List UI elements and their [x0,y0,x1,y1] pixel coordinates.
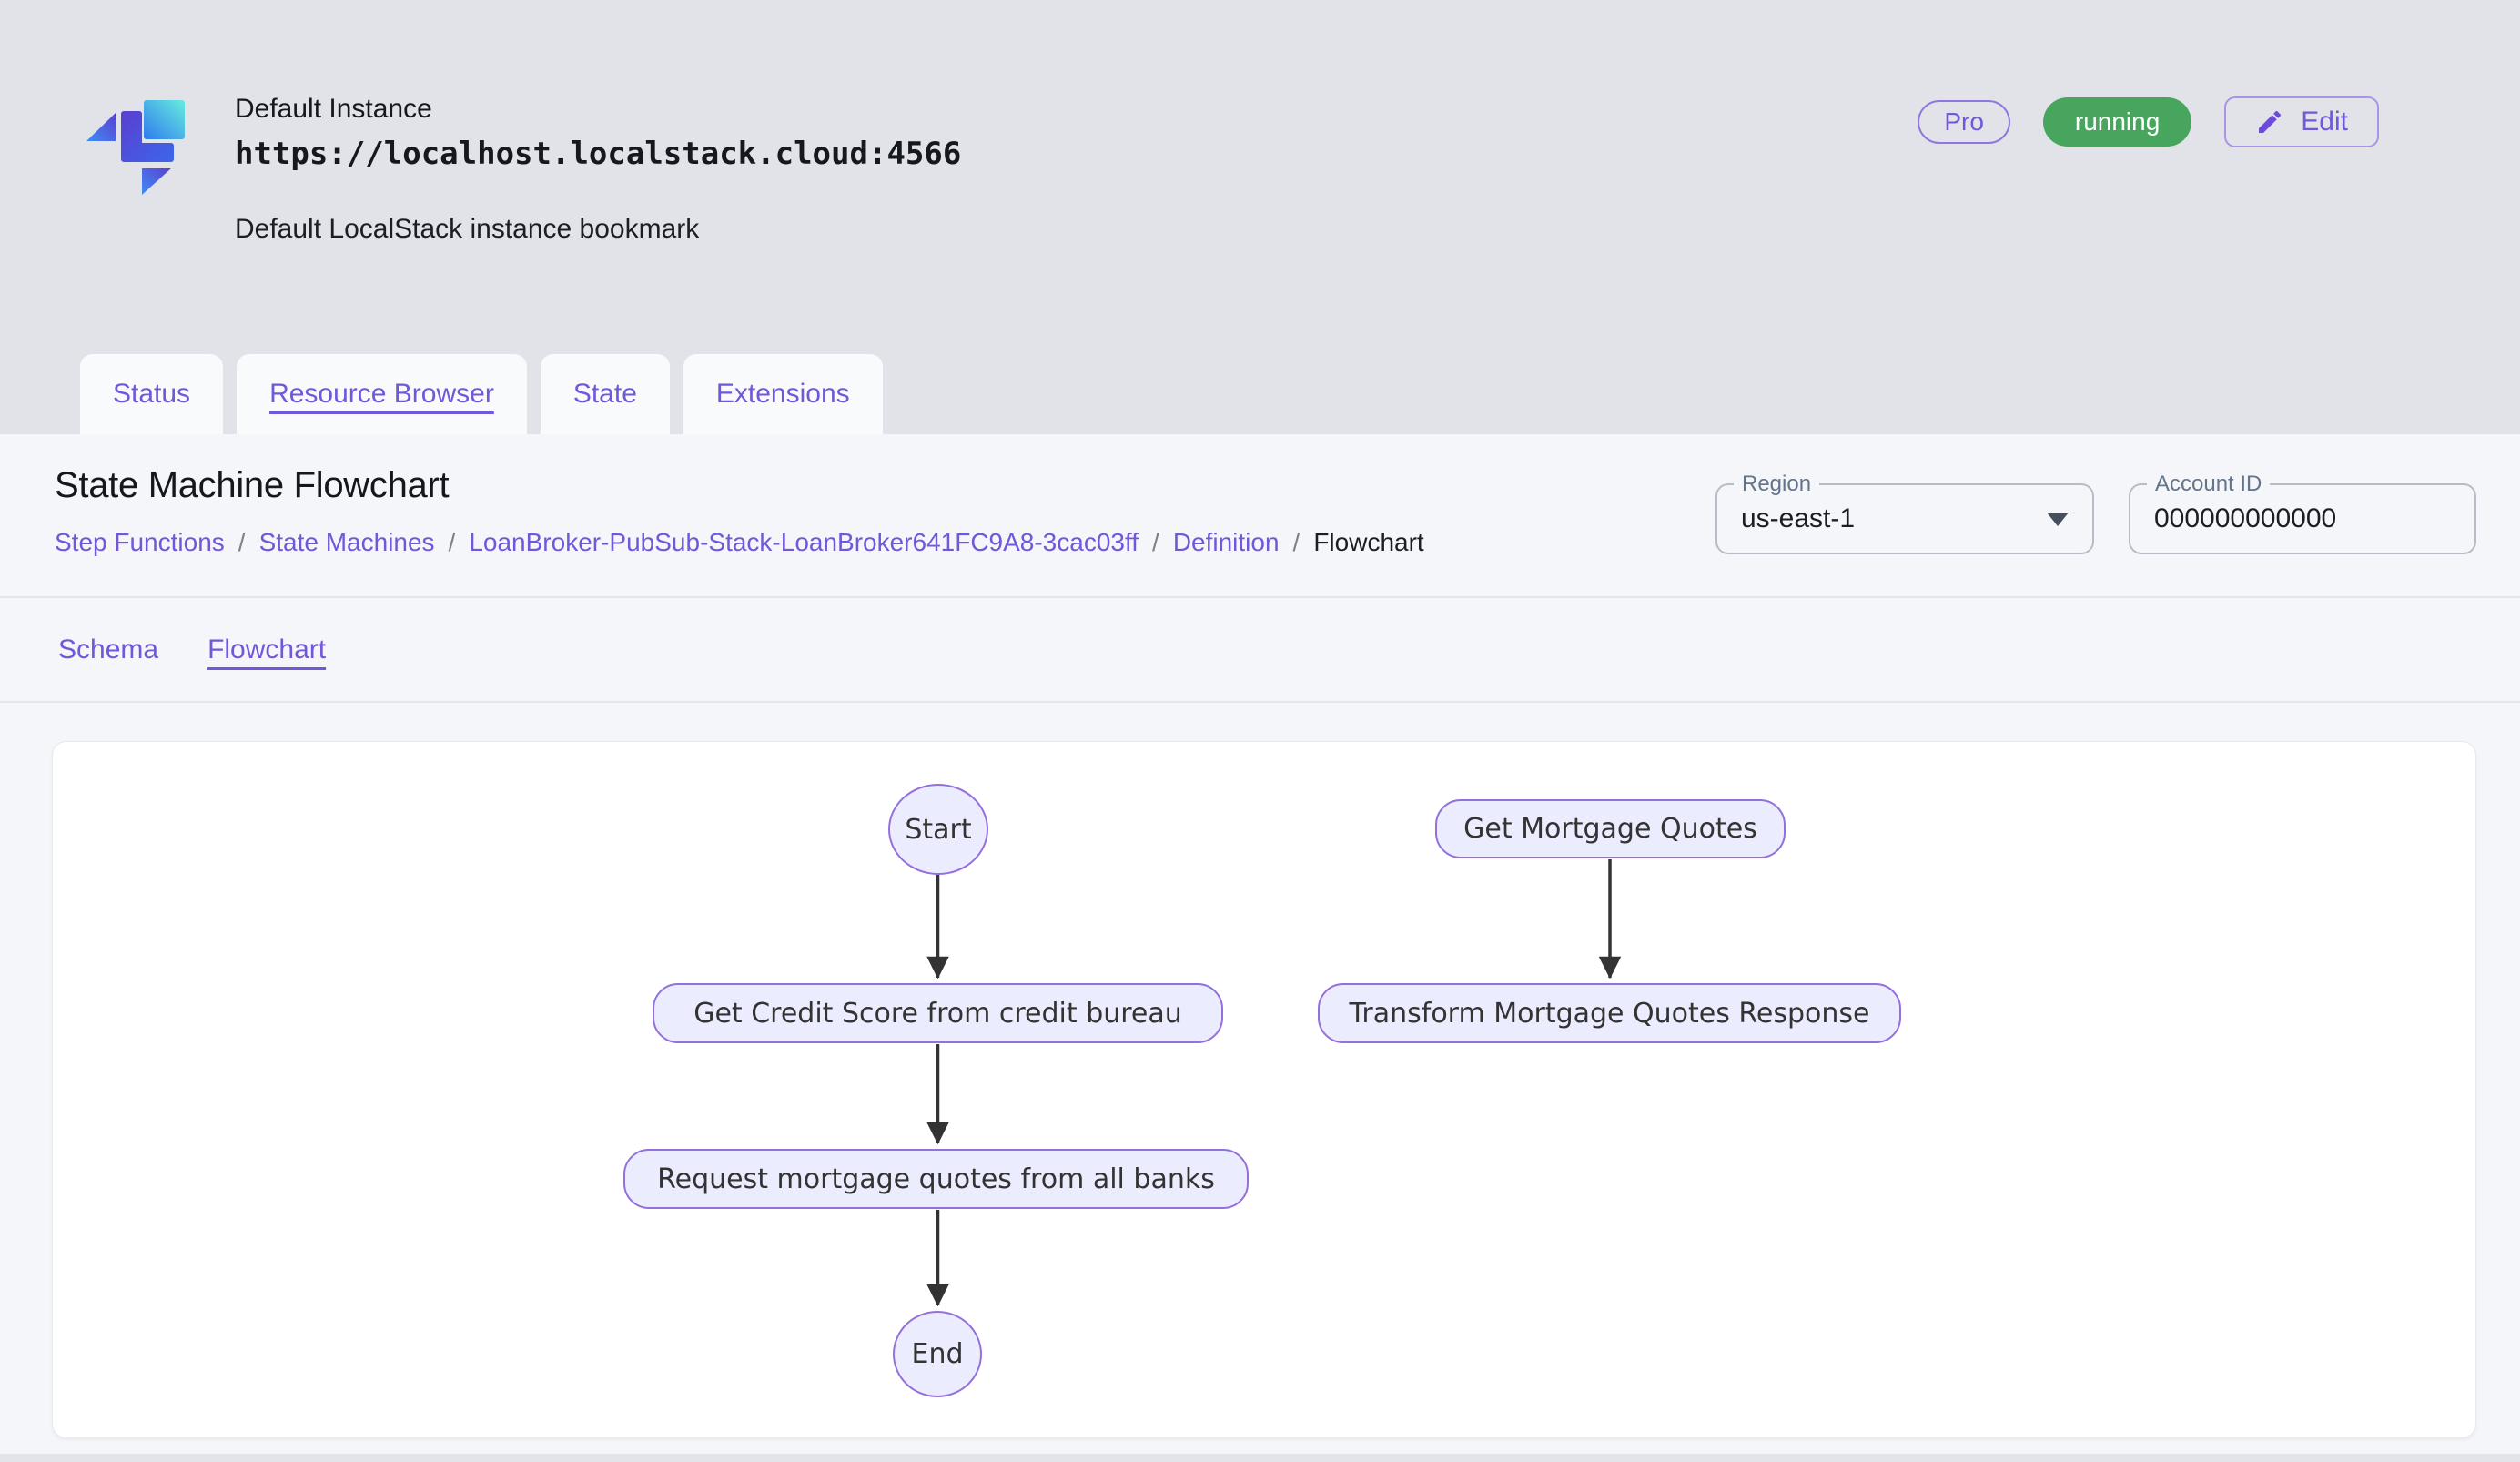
breadcrumb-step-functions[interactable]: Step Functions [55,528,225,556]
tab-state-label: State [572,379,637,409]
tab-extensions[interactable]: Extensions [683,354,883,434]
flowchart-edges [926,859,1622,1307]
region-select-value: us-east-1 [1741,503,1856,533]
tab-resource-browser[interactable]: Resource Browser [237,354,527,434]
header-actions: Pro running Edit [1918,96,2379,147]
breadcrumb-current: Flowchart [1313,528,1424,556]
breadcrumb-separator: / [448,528,456,556]
breadcrumb-separator: / [1152,528,1159,556]
pro-badge: Pro [1918,100,2010,144]
breadcrumb-state-machine-name[interactable]: LoanBroker-PubSub-Stack-LoanBroker641FC9… [469,528,1139,556]
instance-name: Default Instance [235,94,432,124]
main-tabs: Status Resource Browser State Extensions [80,354,883,434]
flowchart-node-transform-response: Transform Mortgage Quotes Response [1318,983,1901,1043]
window-bottom-edge [0,1454,2520,1462]
instance-description: Default LocalStack instance bookmark [235,214,700,244]
breadcrumb-separator: / [1292,528,1300,556]
edit-button-label: Edit [2301,107,2348,137]
tab-extensions-label: Extensions [715,379,850,409]
panel-header: State Machine Flowchart Step Functions /… [0,434,2520,598]
breadcrumb: Step Functions / State Machines / LoanBr… [55,528,1424,557]
region-select-label: Region [1734,471,1820,498]
definition-subtabs: Schema Flowchart [0,598,2520,703]
flowchart-node-get-mortgage-quotes: Get Mortgage Quotes [1435,799,1786,858]
flowchart-node-end: End [893,1311,982,1397]
tab-status-label: Status [113,379,191,409]
localstack-logo [86,100,185,195]
tab-resource-browser-label: Resource Browser [269,379,494,409]
page-title: State Machine Flowchart [55,465,450,505]
breadcrumb-definition[interactable]: Definition [1172,528,1280,556]
account-id-input[interactable] [2154,503,2451,534]
flowchart-node-start: Start [888,784,988,875]
tab-status[interactable]: Status [80,354,224,434]
flowchart-node-request-quotes: Request mortgage quotes from all banks [623,1149,1249,1209]
subtab-flowchart[interactable]: Flowchart [207,634,327,665]
instance-header: Default Instance https://localhost.local… [84,91,2379,248]
edit-button[interactable]: Edit [2224,96,2379,147]
account-id-label: Account ID [2147,471,2271,498]
breadcrumb-state-machines[interactable]: State Machines [258,528,435,556]
tab-state[interactable]: State [540,354,670,434]
subtab-schema[interactable]: Schema [58,634,159,665]
resource-browser-panel: State Machine Flowchart Step Functions /… [0,434,2520,1462]
flowchart-node-get-credit-score: Get Credit Score from credit bureau [653,983,1223,1043]
flowchart-canvas: Start Get Credit Score from credit burea… [52,741,2476,1438]
breadcrumb-separator: / [238,528,246,556]
instance-url: https://localhost.localstack.cloud:4566 [235,136,962,172]
dropdown-arrow-icon [2047,512,2069,526]
status-badge: running [2042,97,2192,147]
pencil-icon [2259,110,2282,133]
region-select[interactable]: Region us-east-1 [1715,471,2094,554]
account-id-field: Account ID [2129,471,2476,554]
